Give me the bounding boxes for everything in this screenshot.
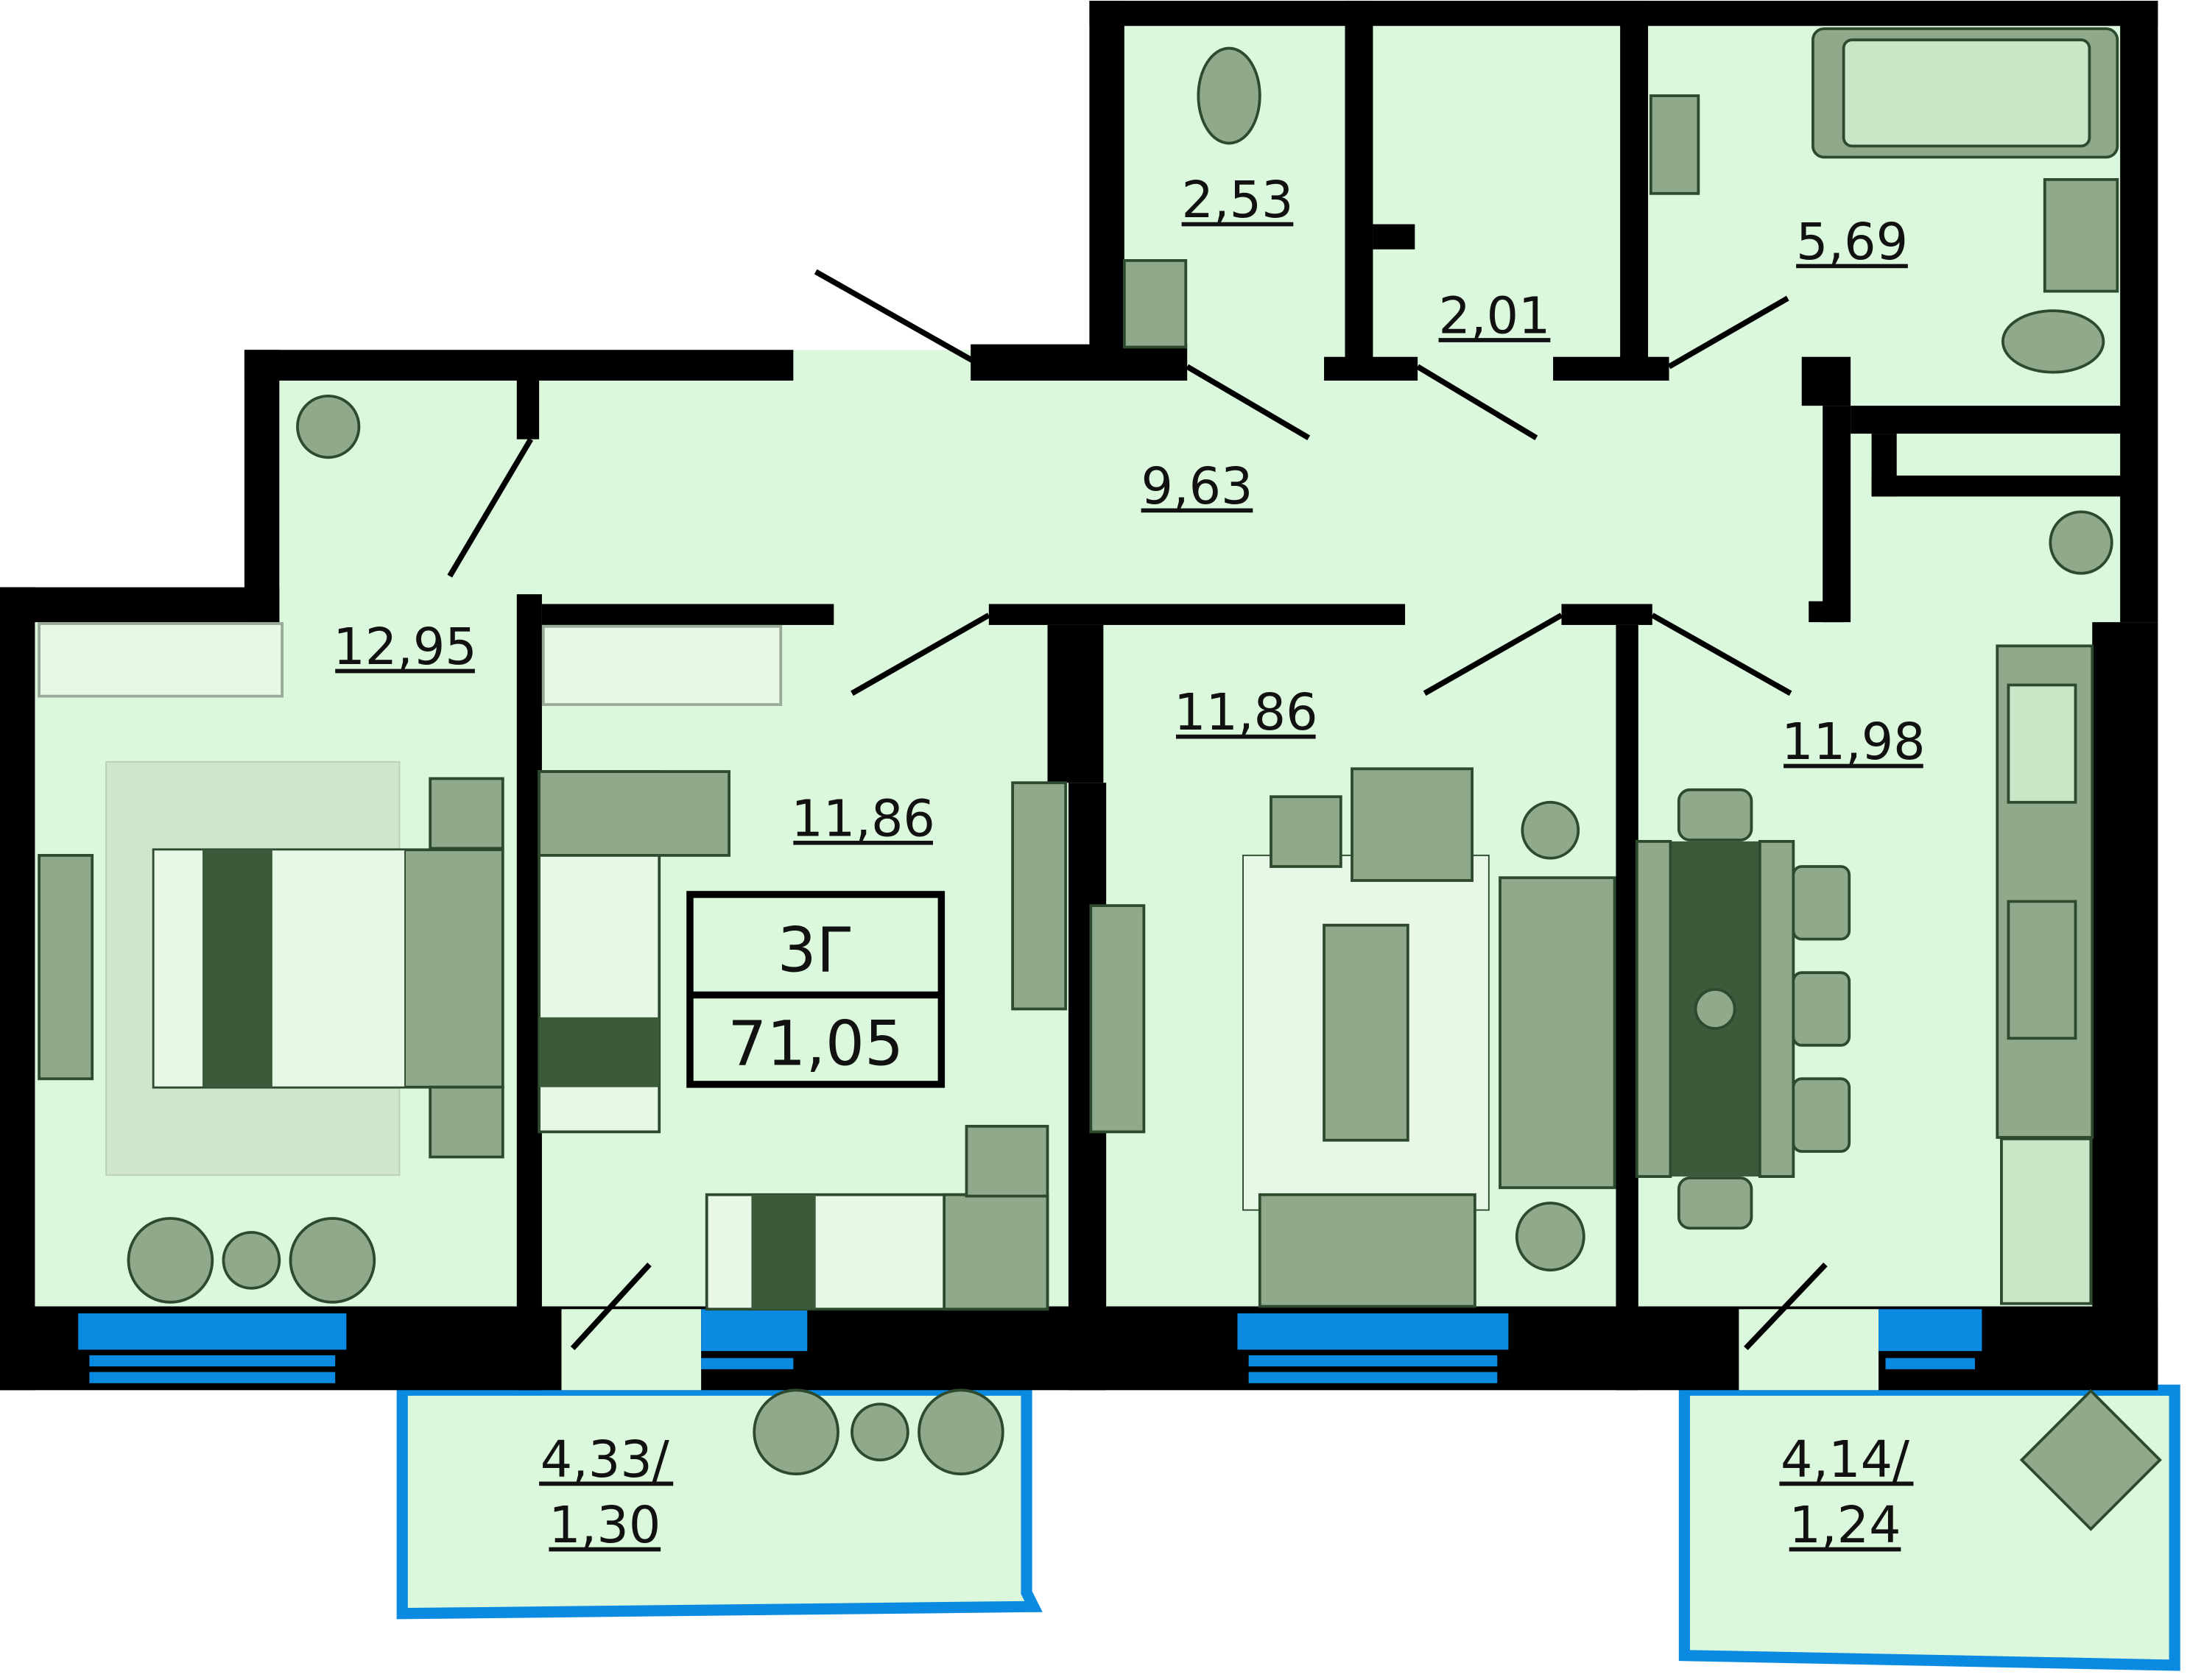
balcony-left-area: 4,33/ (541, 1431, 669, 1489)
sink-icon (1122, 258, 1188, 349)
balcony-left-reduced: 1,30 (549, 1497, 661, 1555)
area-wardrobe: 2,01 (1438, 288, 1550, 346)
area-hall: 9,63 (1141, 458, 1253, 516)
area-bedroom-left: 12,95 (333, 618, 476, 677)
plant-icon (296, 394, 361, 459)
washbasin-icon (2043, 177, 2119, 293)
fridge-icon (2000, 1137, 2093, 1305)
balcony-right-reduced: 1,24 (1789, 1497, 1901, 1555)
stove-icon (2007, 900, 2077, 1040)
radiator-icon (38, 853, 94, 1081)
area-kitchen: 11,98 (1781, 713, 1925, 772)
radiator-icon (1011, 781, 1068, 1011)
washer-icon (1649, 94, 1700, 195)
unit-code: 3Г (778, 914, 854, 986)
plant-icon (1521, 800, 1580, 860)
windows (78, 1309, 1982, 1391)
area-living-room: 11,86 (1174, 684, 1317, 742)
radiator-icon (1089, 904, 1146, 1134)
plant-icon (2049, 510, 2113, 575)
sofa-icon (1258, 1193, 1476, 1308)
toilet-icon (2001, 309, 2105, 374)
sofa-icon (1499, 876, 1616, 1190)
balcony-right-area: 4,14/ (1781, 1431, 1909, 1489)
wardrobe-icon (541, 624, 783, 706)
toilet-icon (1197, 46, 1261, 145)
area-bathroom: 5,69 (1796, 213, 1908, 272)
unit-badge: 3Г 71,05 (686, 891, 946, 1088)
sink-icon (2007, 683, 2077, 804)
armchair-icon (2019, 1388, 2162, 1531)
armchair-icon (1351, 767, 1474, 882)
area-wc: 2,53 (1181, 172, 1293, 230)
wardrobe-icon (38, 622, 284, 698)
unit-total-area: 71,05 (728, 1008, 904, 1079)
furniture (38, 27, 2162, 1531)
room-labels: 2,53 2,01 5,69 9,63 12,95 11,86 11,86 11… (333, 172, 1925, 1555)
area-bedroom-middle: 11,86 (791, 790, 934, 848)
table-icon (1323, 923, 1409, 1142)
door-swings (447, 269, 1828, 1351)
